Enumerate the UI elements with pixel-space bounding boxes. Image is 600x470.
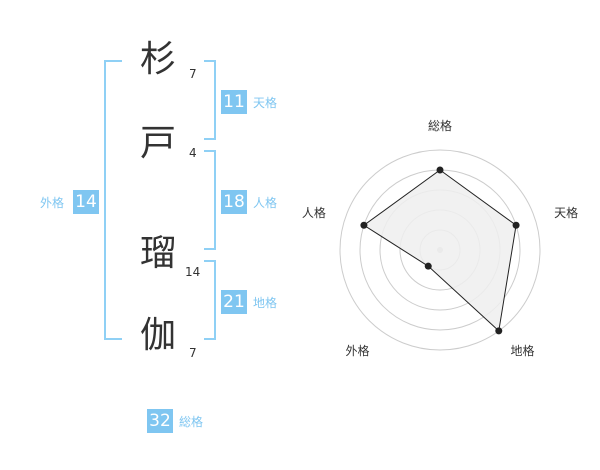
jinkaku-bracket <box>204 150 216 250</box>
radar-point-5 <box>360 221 368 229</box>
radar-point-2 <box>512 221 520 229</box>
radar-series-area <box>363 169 517 332</box>
gaikaku-score: 14 <box>73 190 99 214</box>
tenkaku-bracket <box>204 60 216 140</box>
stroke-count-3: 14 <box>185 265 201 279</box>
name-char-3: 瑠 <box>140 233 177 274</box>
tenkaku-score: 11 <box>221 90 247 114</box>
name-char-4: 伽 <box>140 315 177 356</box>
stroke-count-1: 7 <box>189 67 197 81</box>
radar-axis-label-1: 総格 <box>428 118 452 133</box>
stroke-count-4: 7 <box>189 346 197 360</box>
soukaku-score: 32 <box>147 409 173 433</box>
soukaku-label: 総格 <box>179 415 204 429</box>
jinkaku-label: 人格 <box>253 196 278 210</box>
gaikaku-label: 外格 <box>40 196 65 210</box>
radar-axis-label-2: 天格 <box>554 205 578 220</box>
radar-axis-label-3: 地格 <box>511 343 535 358</box>
radar-point-4 <box>424 262 432 270</box>
jinkaku-score: 18 <box>221 190 247 214</box>
radar-point-3 <box>495 327 503 335</box>
gaikaku-bracket <box>104 60 122 340</box>
radar-axis-label-5: 人格 <box>302 205 326 220</box>
chikaku-bracket <box>204 260 216 340</box>
name-char-1: 杉 <box>140 39 177 80</box>
radar-grid-ring <box>339 149 541 351</box>
radar-axis-label-4: 外格 <box>345 343 369 358</box>
name-char-2: 戸 <box>140 123 177 164</box>
chikaku-score: 21 <box>221 290 247 314</box>
stroke-count-2: 4 <box>189 146 197 160</box>
tenkaku-label: 天格 <box>253 96 278 110</box>
radar-point-1 <box>436 166 444 174</box>
chikaku-label: 地格 <box>253 296 278 310</box>
